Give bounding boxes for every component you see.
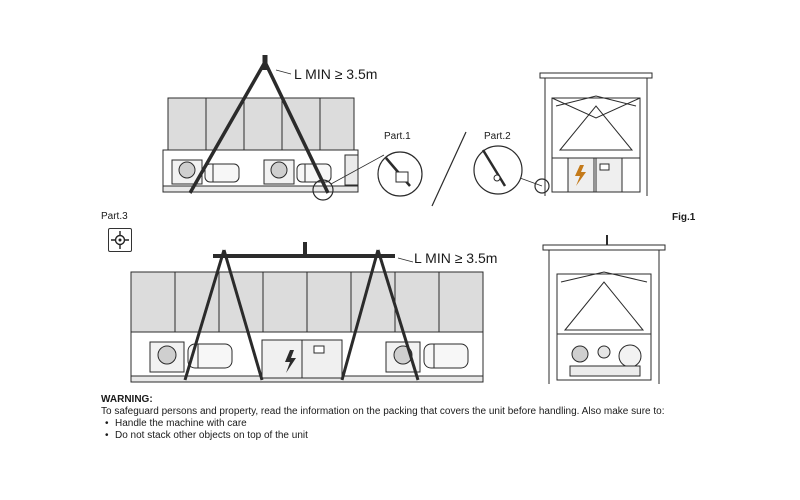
compressor-bottom-left [149,341,233,373]
lifting-sling-top [188,61,330,194]
coil-block [167,97,355,151]
warning-list: Handle the machine with care Do not stac… [101,418,741,442]
lmin-leader-bottom [397,257,414,263]
bottom-front-view [542,235,666,384]
lmin-label-bottom: L MIN ≥ 3.5m [414,250,498,266]
spreader-bar-top [539,72,653,79]
electrical-hazard-icon-side [285,350,296,373]
part1-detail-view [377,151,423,197]
detail-circle-part1 [312,179,334,201]
bottom-side-view [130,242,484,383]
part3-label: Part.3 [101,211,128,222]
lmin-leader-top [275,69,292,75]
lmin-label-top: L MIN ≥ 3.5m [294,66,378,82]
crosshair-target-icon [108,228,132,252]
lifting-diagram [130,55,666,384]
electrical-hazard-icon [575,165,586,186]
warning-title: WARNING: [101,394,153,405]
lifting-sling-bottom [183,249,420,381]
warning-intro: To safeguard persons and property, read … [101,406,665,417]
top-side-view [162,55,423,201]
figure-label: Fig.1 [672,212,696,223]
compressor-left [171,159,240,185]
compressor-bottom-right [385,341,469,373]
spreader-bar-front [542,244,666,251]
side-panel [344,154,359,186]
part1-label: Part.1 [384,131,411,142]
part2-label: Part.2 [484,131,511,142]
compressor-front [569,344,642,377]
compressor-right [263,159,332,185]
part2-detail-view [473,145,543,195]
separator-slash [431,131,467,207]
detail-circle-part2 [534,178,550,194]
warning-block: WARNING: To safeguard persons and proper… [101,394,741,442]
warning-item: Do not stack other objects on top of the… [105,430,741,442]
top-front-view [534,72,653,196]
warning-item: Handle the machine with care [105,418,741,430]
